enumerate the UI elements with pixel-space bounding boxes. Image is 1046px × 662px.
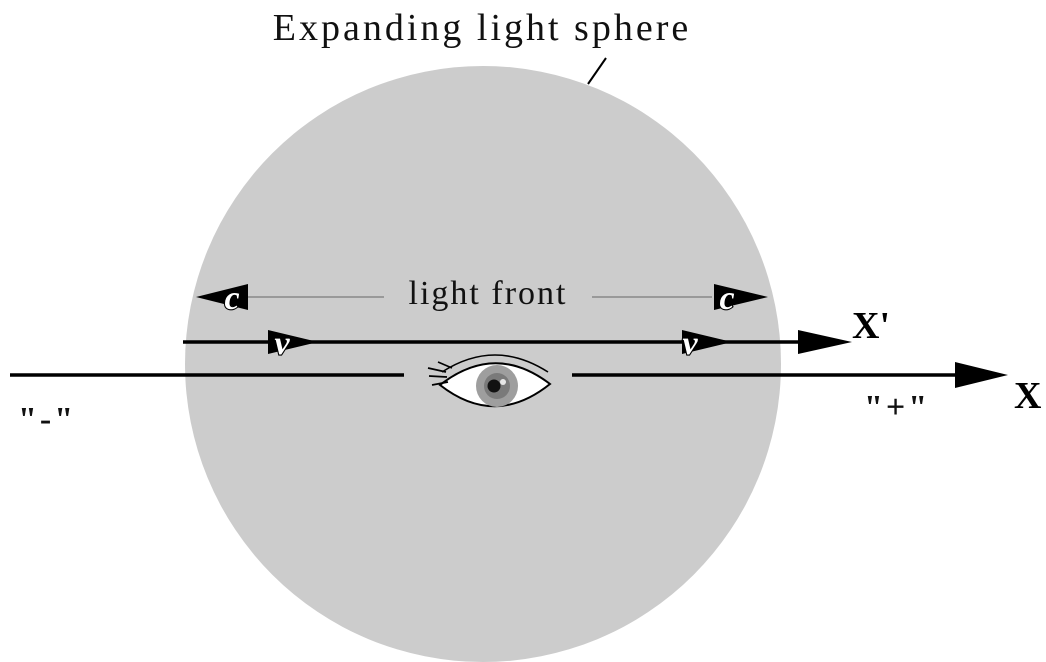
x-axis-label: X <box>1014 375 1041 417</box>
plus-label: "+" <box>864 389 930 426</box>
right-c-label: c <box>719 280 734 317</box>
x-prime-axis-label: X' <box>852 305 890 347</box>
minus-label: "-" <box>18 401 76 438</box>
right-c-arrow <box>714 284 768 310</box>
left-c-arrow <box>196 284 248 310</box>
diagram-title: Expanding light sphere <box>273 7 691 49</box>
eye-icon <box>427 354 552 408</box>
title-leader-line <box>587 57 607 85</box>
x-prime-axis <box>183 330 852 354</box>
right-v-label: v <box>682 325 698 362</box>
light-front-label: light front <box>409 275 568 312</box>
left-c-label: c <box>224 280 239 317</box>
left-v-label: v <box>274 325 290 362</box>
x-axis <box>10 362 1008 388</box>
